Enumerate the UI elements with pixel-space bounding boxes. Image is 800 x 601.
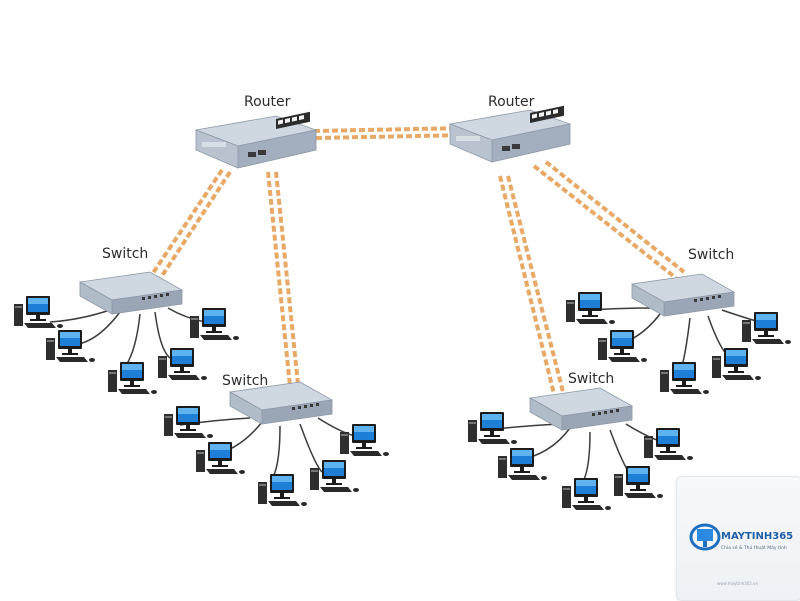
pc-icon bbox=[660, 362, 709, 394]
pc-icon bbox=[190, 308, 239, 340]
pc-icon bbox=[742, 312, 791, 344]
globe-monitor-icon bbox=[689, 523, 721, 551]
router-left bbox=[195, 111, 317, 169]
pc-icon bbox=[46, 330, 95, 362]
link-router-switch3-b bbox=[506, 175, 565, 393]
switch-3 bbox=[529, 387, 633, 431]
switch-4 bbox=[631, 273, 735, 317]
watermark-logo: MAYTINH365 Chia sẻ & Thủ thuật Máy tính … bbox=[676, 476, 800, 601]
link-router-switch4-b bbox=[544, 160, 686, 274]
pc-icon bbox=[108, 362, 157, 394]
pc-icon bbox=[712, 348, 761, 380]
pc-icon bbox=[562, 478, 611, 510]
link-router-switch1-b bbox=[154, 170, 232, 287]
router-right bbox=[449, 105, 571, 163]
link-router-router-b bbox=[315, 133, 469, 140]
pc-icon bbox=[614, 466, 663, 498]
switch-3-label: Switch bbox=[568, 371, 614, 387]
switch-2-label: Switch bbox=[222, 373, 268, 389]
pc-icon bbox=[14, 296, 63, 328]
pc-icon bbox=[196, 442, 245, 474]
switch-4-label: Switch bbox=[688, 247, 734, 263]
link-router-switch3-a bbox=[498, 175, 556, 395]
pc-icon bbox=[566, 292, 615, 324]
pc-icon bbox=[644, 428, 693, 460]
pc-cables bbox=[49, 307, 761, 487]
link-router-switch4-a bbox=[532, 164, 678, 280]
router-right-label: Router bbox=[488, 94, 535, 110]
logo-url: www.maytinh365.vn bbox=[717, 581, 758, 586]
link-router-switch1-a bbox=[145, 168, 224, 284]
switch-1-label: Switch bbox=[102, 246, 148, 262]
router-links bbox=[145, 126, 686, 395]
pc-icon bbox=[258, 474, 307, 506]
switch-1 bbox=[79, 271, 183, 315]
maytinh365-logo: MAYTINH365 Chia sẻ & Thủ thuật Máy tính … bbox=[689, 523, 793, 586]
logo-tagline: Chia sẻ & Thủ thuật Máy tính bbox=[721, 544, 787, 551]
router-left-label: Router bbox=[244, 94, 291, 110]
link-router-router-a bbox=[313, 126, 467, 133]
pc-icon bbox=[340, 424, 389, 456]
logo-brand: MAYTINH365 bbox=[721, 531, 793, 542]
